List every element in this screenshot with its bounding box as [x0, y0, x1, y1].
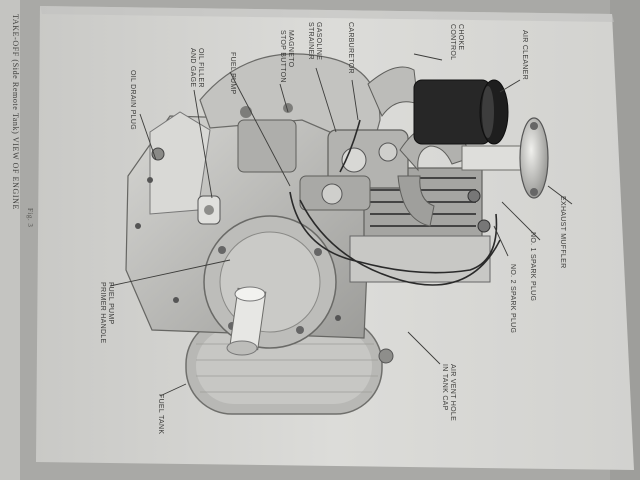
engine-illustration: [125, 53, 549, 415]
shaft-housing-drawing: [203, 215, 337, 356]
callout-leaders: [109, 53, 573, 397]
cable-lines-drawing: [289, 119, 501, 286]
air-cleaner-drawing: [413, 79, 509, 145]
exhaust-muffler-drawing: [461, 117, 549, 199]
oil-filler-drawing: [197, 195, 221, 225]
